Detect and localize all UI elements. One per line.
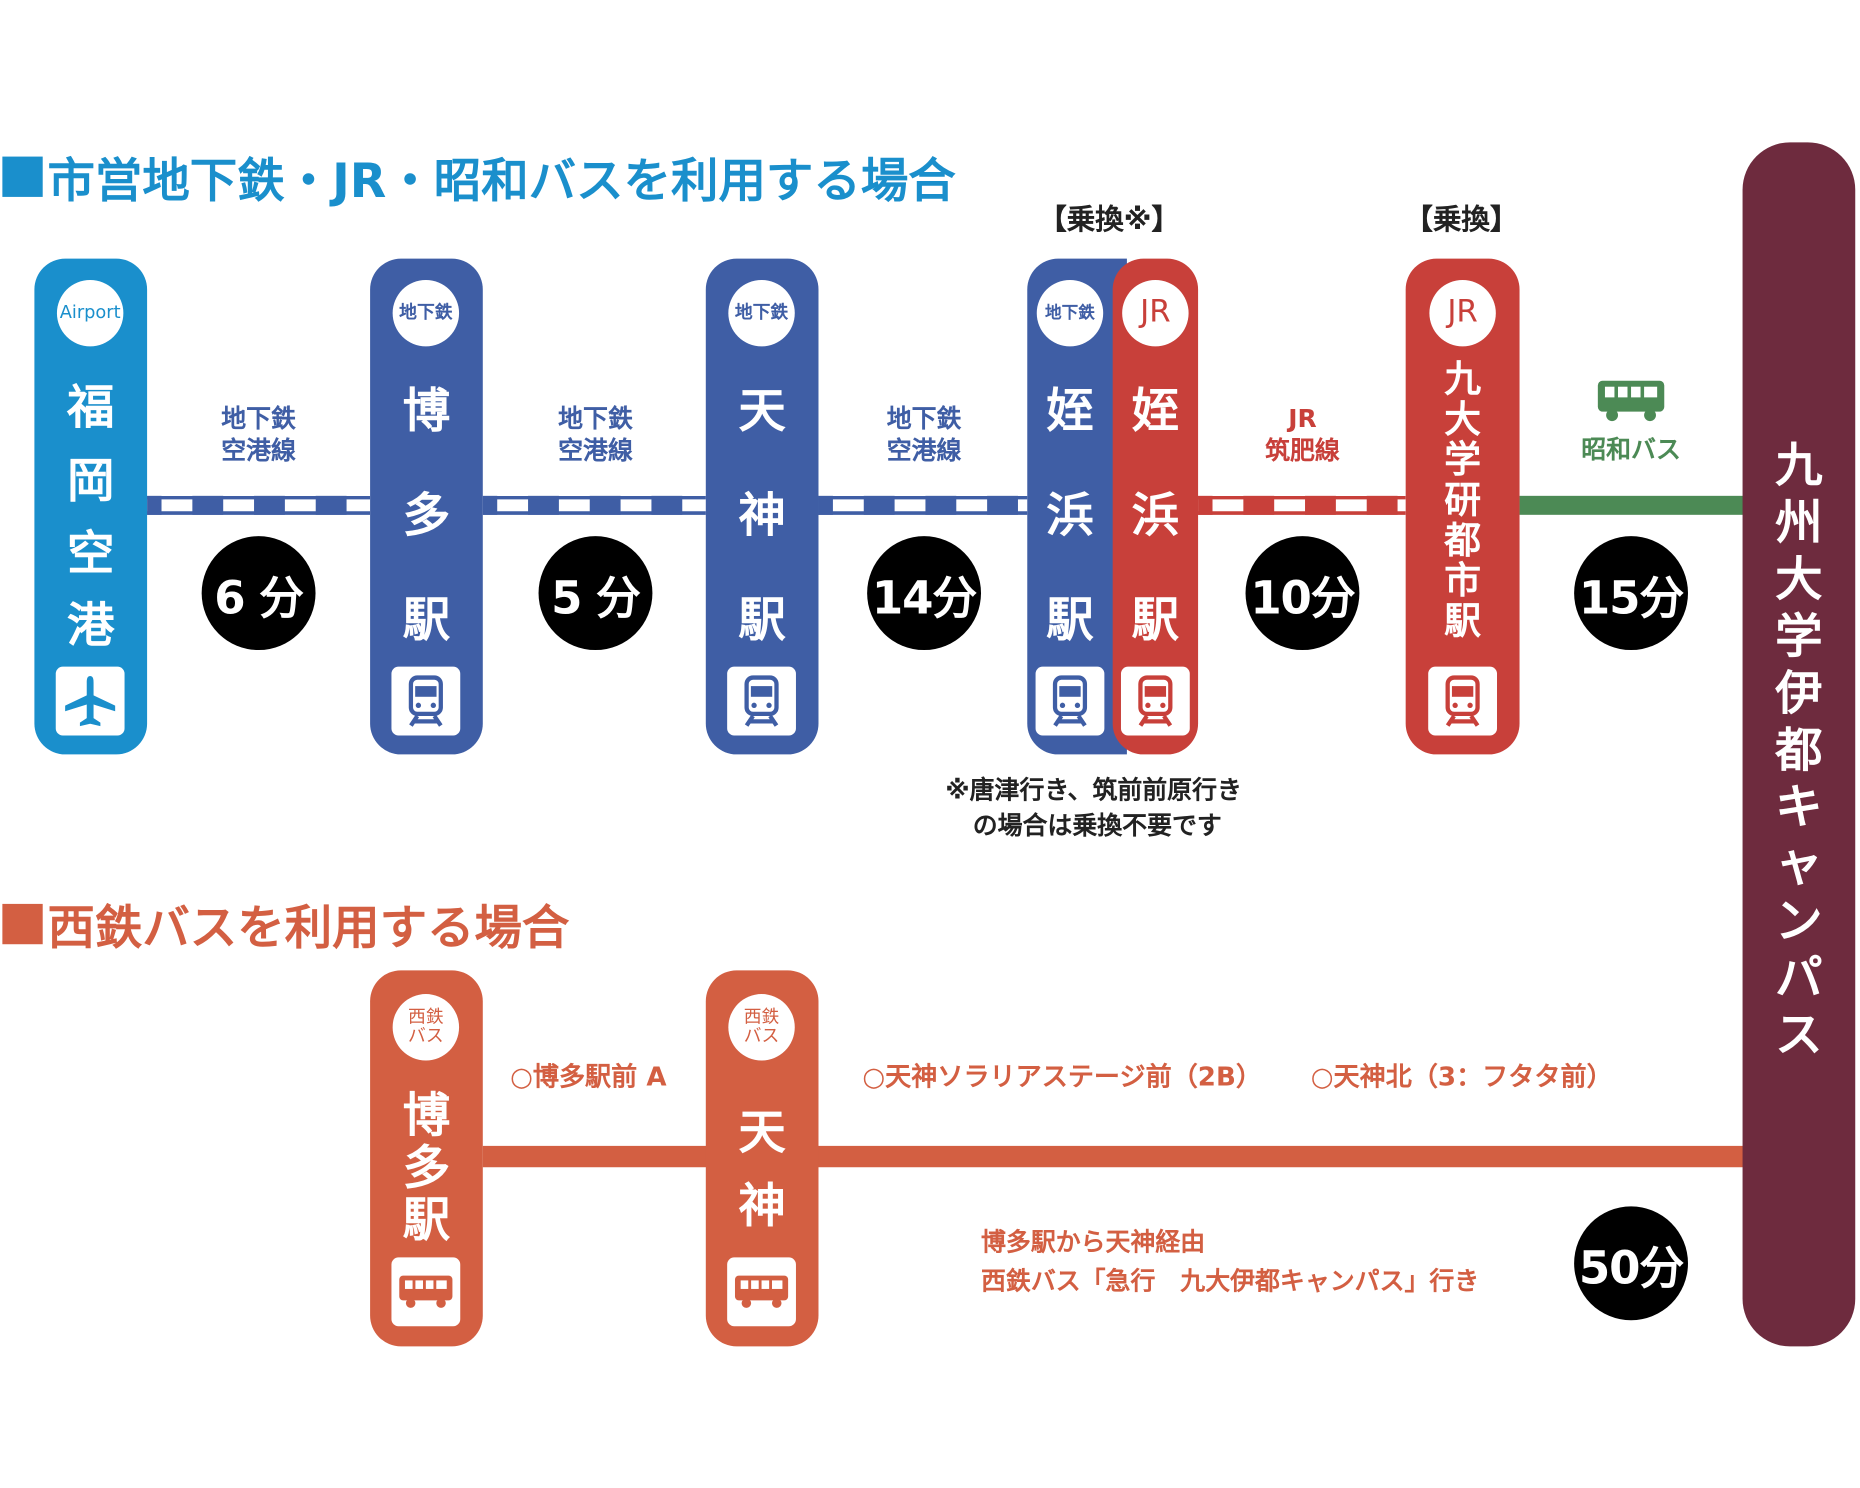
- station-name-char: 研: [1444, 479, 1481, 522]
- station-name-char: 姪: [1046, 384, 1094, 439]
- bus-icon: [1584, 377, 1679, 429]
- destination-name-char: 州: [1775, 495, 1823, 551]
- jr-line-segment: [1198, 495, 1406, 515]
- travel-time: 15分: [1574, 536, 1688, 651]
- station-kyudaigakukentoshi: JR 九 大 学 研 都 市 駅: [1405, 258, 1520, 755]
- travel-time: 10分: [1245, 536, 1360, 651]
- station-name-char: 大: [1444, 398, 1481, 442]
- station-name-char: 空: [67, 526, 115, 582]
- destination-kyushu-univ-ito-campus: 九州大学伊都キャンパス: [1742, 142, 1856, 1347]
- travel-time: 50分: [1574, 1206, 1688, 1321]
- nishitetsu-bus-line: [482, 1145, 1745, 1168]
- station-name-char: 九: [1444, 358, 1481, 401]
- train-icon: [391, 666, 461, 736]
- transfer-label: 【乗換※】: [1038, 202, 1180, 237]
- section2-title: 西鉄バスを利用する場合: [2, 890, 569, 959]
- airplane-icon: [55, 666, 125, 736]
- station-name-char: 天: [738, 1105, 786, 1161]
- destination-name-char: 都: [1775, 723, 1823, 779]
- section1-title-text: 市営地下鉄・JR・昭和バスを利用する場合: [47, 154, 956, 209]
- subway-logo: 地下鉄: [392, 279, 460, 347]
- station-name-char: 姪: [1131, 384, 1180, 439]
- transfer-note-line: ※唐津行き、筑前前原行き: [945, 775, 1242, 805]
- title-square-marker: [2, 903, 43, 945]
- destination-name-char: キ: [1775, 780, 1823, 836]
- nishitetsu-bus-logo: 西鉄バス: [392, 994, 460, 1061]
- station-meinohama-jr: JR 姪 浜 駅: [1112, 258, 1199, 755]
- train-icon: [1120, 666, 1190, 736]
- station-meinohama-subway: 地下鉄 姪 浜 駅: [1027, 258, 1127, 755]
- section2-title-text: 西鉄バスを利用する場合: [47, 901, 570, 957]
- route-description: 博多駅から天神経由: [981, 1227, 1206, 1257]
- subway-line-segment: [147, 495, 371, 515]
- station-name-char: 浜: [1131, 488, 1180, 544]
- station-name-char: 神: [738, 1179, 786, 1234]
- travel-time: 6 分: [201, 536, 316, 651]
- bus-icon: [727, 1257, 796, 1327]
- airport-logo: Airport: [56, 279, 124, 347]
- bus-stop-hakata: 西鉄バス 博 多 駅: [370, 970, 483, 1347]
- station-name-char: 都: [1444, 519, 1481, 563]
- station-name-char: 駅: [402, 593, 451, 648]
- station-name-char: 駅: [1444, 600, 1481, 643]
- transfer-note-line: の場合は乗換不要です: [972, 811, 1222, 840]
- line-label: 地下鉄空港線: [886, 404, 962, 465]
- destination-name-char: ス: [1775, 1008, 1823, 1063]
- station-name-char: 駅: [402, 1193, 451, 1248]
- station-tenjin-subway: 地下鉄 天 神 駅: [705, 258, 819, 755]
- station-name-char: 博: [402, 384, 451, 439]
- jr-logo: JR: [1429, 279, 1496, 347]
- train-icon: [727, 666, 796, 736]
- station-name-char: 駅: [738, 593, 786, 648]
- transfer-label: 【乗換】: [1404, 202, 1519, 237]
- station-name-char: 岡: [67, 454, 115, 509]
- station-name-char: 福: [67, 380, 115, 436]
- station-name-char: 博: [402, 1088, 451, 1144]
- bus-stop-label: ○天神北（3：フタタ前）: [1310, 1062, 1613, 1093]
- destination-name-char: ン: [1775, 894, 1823, 949]
- destination-name-char: 伊: [1775, 666, 1823, 722]
- section1-title: 市営地下鉄・JR・昭和バスを利用する場合: [2, 142, 956, 211]
- travel-time: 14分: [867, 536, 982, 651]
- subway-logo: 地下鉄: [728, 279, 795, 347]
- destination-name-char: ャ: [1775, 837, 1823, 893]
- jr-logo: JR: [1122, 279, 1189, 347]
- subway-line-segment: [818, 495, 1028, 515]
- line-label: 昭和バス: [1581, 435, 1681, 464]
- bus-icon: [391, 1257, 461, 1327]
- route-description: 西鉄バス「急行 九大伊都キャンパス」行き: [981, 1266, 1480, 1296]
- bus-stop-label: ○博多駅前 A: [510, 1062, 667, 1093]
- station-name-char: 神: [738, 488, 786, 544]
- subway-line-segment: [482, 495, 706, 515]
- travel-time: 5 分: [538, 536, 653, 651]
- nishitetsu-bus-logo: 西鉄バス: [728, 994, 795, 1061]
- subway-logo: 地下鉄: [1036, 279, 1104, 347]
- station-name-char: 市: [1444, 559, 1481, 603]
- destination-name-char: 九: [1775, 438, 1823, 494]
- station-name-char: 駅: [1131, 593, 1180, 648]
- station-name-char: 多: [402, 488, 451, 544]
- destination-name-char: 大: [1775, 552, 1823, 608]
- line-label: 地下鉄空港線: [221, 404, 296, 465]
- train-icon: [1035, 666, 1105, 736]
- line-label: 地下鉄空港線: [558, 404, 633, 465]
- station-name-char: 港: [67, 599, 115, 654]
- destination-name-char: 学: [1775, 609, 1823, 665]
- destination-name-char: パ: [1775, 951, 1823, 1006]
- bus-stop-tenjin: 西鉄バス 天 神: [705, 970, 819, 1347]
- bus-line-segment: [1519, 495, 1745, 515]
- station-name-char: 天: [738, 384, 786, 439]
- station-name-char: 多: [402, 1141, 451, 1196]
- station-fukuoka-airport: Airport 福 岡 空 港: [34, 258, 148, 755]
- train-icon: [1428, 666, 1498, 736]
- bus-stop-label: ○天神ソラリアステージ前（2B）: [862, 1062, 1262, 1093]
- station-name-char: 学: [1444, 438, 1481, 482]
- station-hakata-subway: 地下鉄 博 多 駅: [370, 258, 483, 755]
- station-name-char: 駅: [1046, 593, 1094, 648]
- title-square-marker: [2, 156, 43, 197]
- station-name-char: 浜: [1046, 488, 1094, 544]
